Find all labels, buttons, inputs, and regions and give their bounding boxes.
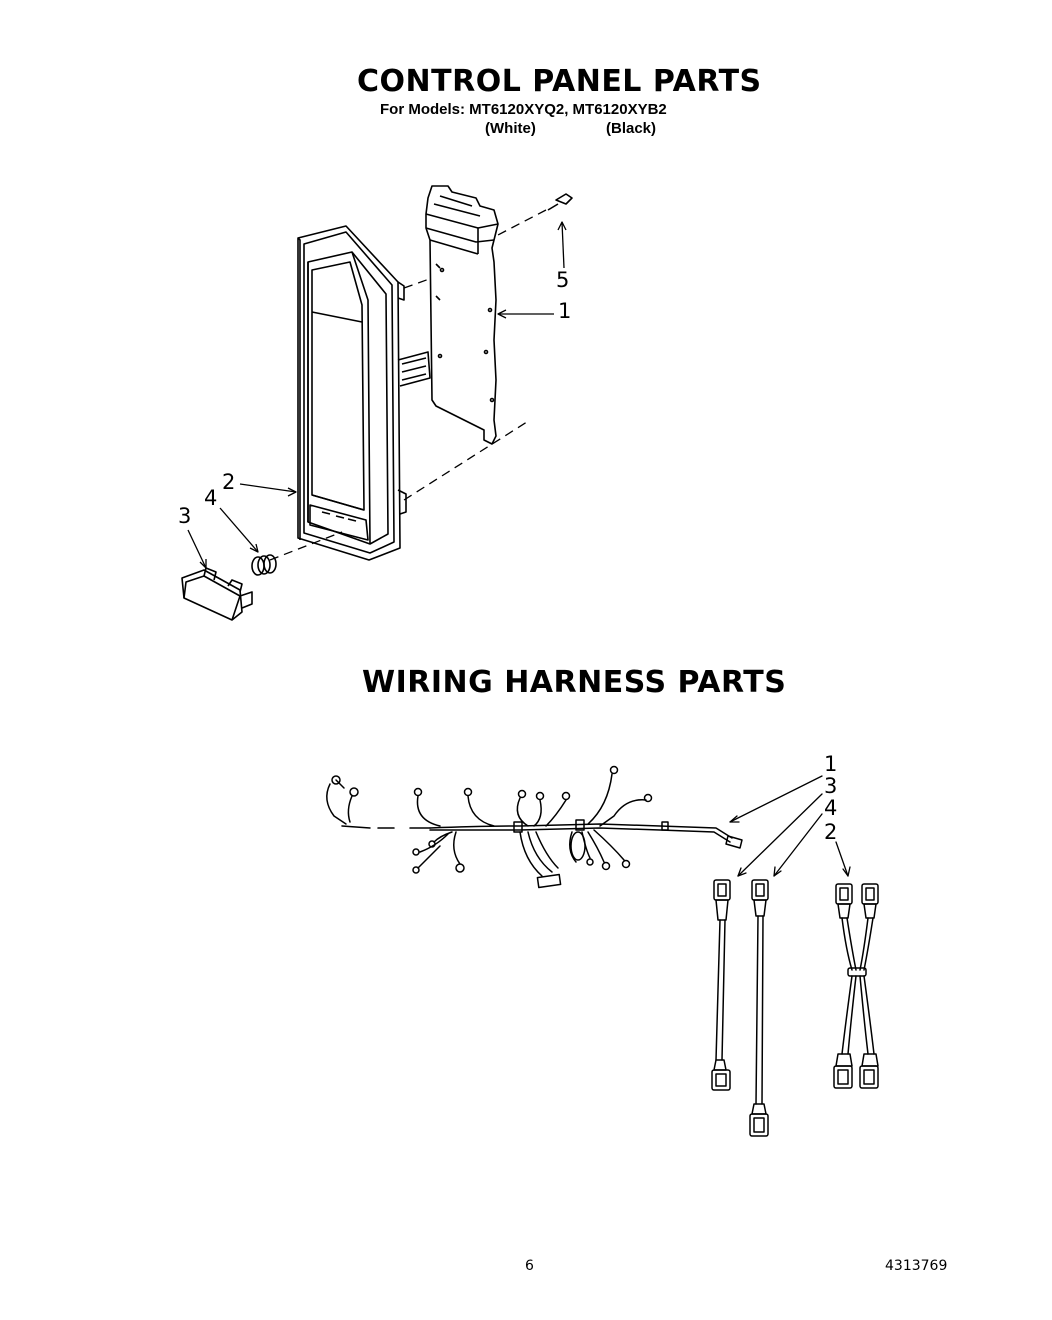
jumper-wire-4 bbox=[749, 879, 769, 1137]
document-number: 4313769 bbox=[885, 1258, 948, 1274]
control-board bbox=[425, 185, 499, 445]
main-wiring-harness bbox=[326, 765, 743, 889]
models-line: For Models: MT6120XYQ2, MT6120XYB2 bbox=[380, 101, 667, 118]
callout-1-control: 1 bbox=[558, 299, 572, 323]
spring bbox=[251, 554, 277, 576]
callout-4-control: 4 bbox=[204, 486, 218, 510]
callout-3-harness: 3 bbox=[824, 774, 838, 798]
callout-4-harness: 4 bbox=[824, 796, 838, 820]
screw bbox=[547, 193, 573, 211]
callout-2-control: 2 bbox=[222, 470, 236, 494]
harness-callout-arrows bbox=[729, 775, 851, 877]
ribbon-connector bbox=[397, 351, 431, 387]
control-panel-callout-arrows bbox=[187, 221, 567, 569]
assembly-lines bbox=[269, 209, 547, 561]
color-black-label: (Black) bbox=[606, 120, 657, 137]
color-white-label: (White) bbox=[485, 120, 536, 137]
door-button bbox=[181, 567, 253, 621]
callout-5-control: 5 bbox=[556, 268, 570, 292]
jumper-wire-2 bbox=[833, 883, 879, 1089]
callout-2-harness: 2 bbox=[824, 820, 838, 844]
control-panel-title: CONTROL PANEL PARTS bbox=[357, 64, 762, 99]
callout-1-harness: 1 bbox=[824, 752, 838, 776]
wiring-harness-title: WIRING HARNESS PARTS bbox=[362, 665, 787, 700]
page-number: 6 bbox=[525, 1258, 534, 1274]
callout-3-control: 3 bbox=[178, 504, 192, 528]
control-panel-frame bbox=[297, 225, 407, 561]
jumper-wire-3 bbox=[711, 879, 731, 1091]
